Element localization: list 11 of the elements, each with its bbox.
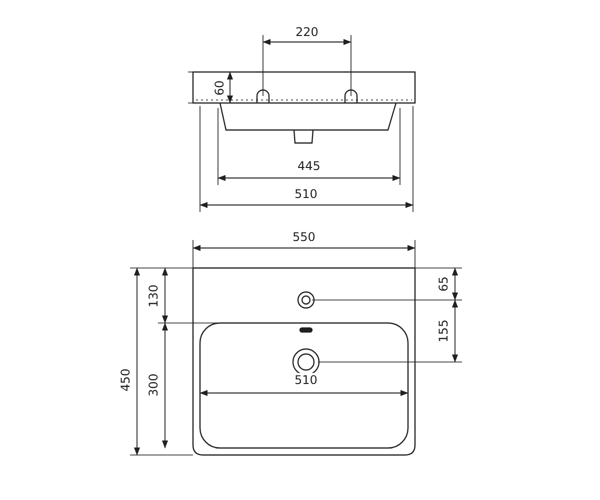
dimension-label: 510 <box>294 187 318 201</box>
dimension-label: 445 <box>296 159 322 173</box>
dimension-label: 450 <box>118 368 132 392</box>
dimension-label: 550 <box>292 230 316 244</box>
dimension-label: 60 <box>212 79 226 97</box>
dimension-label: 130 <box>146 284 160 308</box>
dimension-label: 300 <box>146 372 160 398</box>
dimension-label: 510 <box>294 373 318 387</box>
dimension-label: 155 <box>436 318 450 344</box>
dimension-label: 65 <box>436 275 450 293</box>
dimension-label: 220 <box>294 25 320 39</box>
